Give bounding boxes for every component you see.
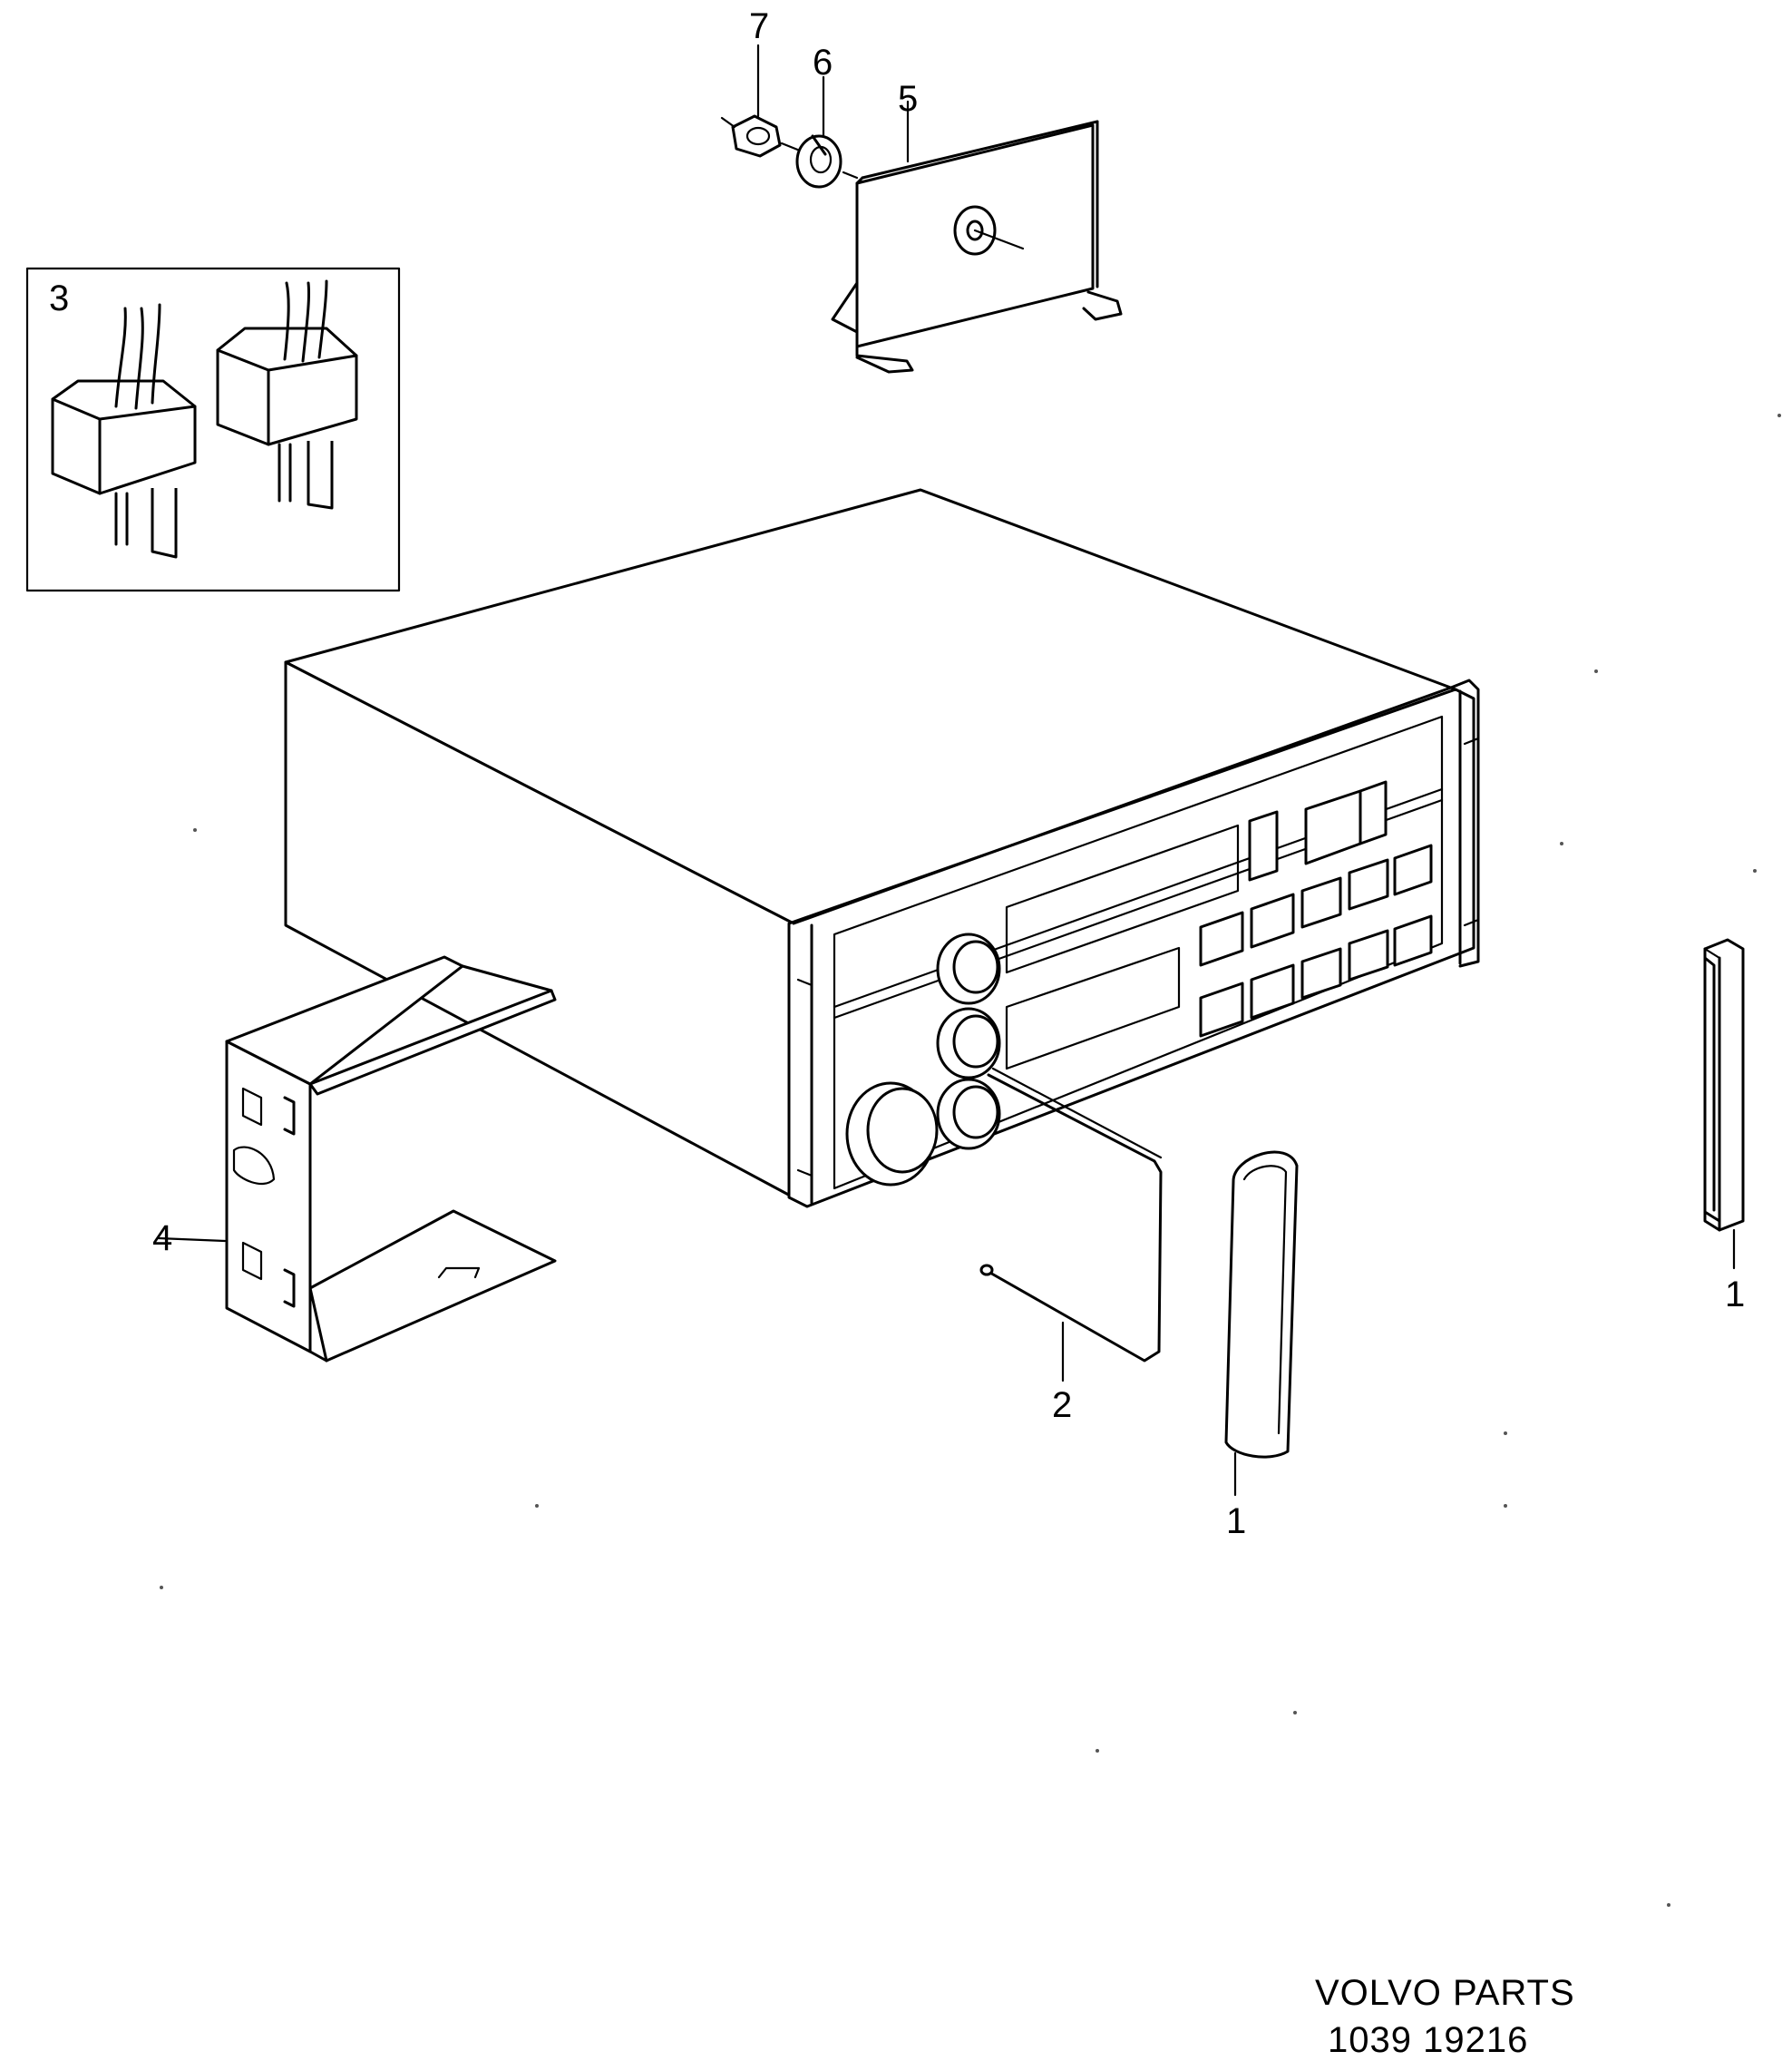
- part-washer-6: [795, 75, 859, 189]
- callout-2: 2: [1052, 1385, 1072, 1425]
- callout-4: 4: [152, 1218, 172, 1258]
- part-bracket-5: [831, 100, 1123, 374]
- part-nut-7: [720, 44, 802, 158]
- part-cover-strip-1-alt: [1703, 938, 1745, 1270]
- callout-7: 7: [749, 6, 769, 46]
- callout-1-right: 1: [1725, 1275, 1745, 1314]
- callout-6: 6: [813, 43, 833, 83]
- callout-5: 5: [898, 79, 918, 119]
- part-cover-strip-1: [1224, 1150, 1299, 1497]
- callout-3: 3: [49, 278, 69, 318]
- callout-1-center: 1: [1226, 1501, 1246, 1541]
- part-connectors-3-inset: [25, 267, 401, 592]
- caption-brand: VOLVO PARTS: [1315, 1973, 1575, 2013]
- radio-unit: [284, 488, 1480, 1208]
- caption-code: 1039 19216: [1328, 2020, 1528, 2060]
- part-removal-key-2: [979, 1067, 1163, 1382]
- part-frame-4: [157, 955, 557, 1363]
